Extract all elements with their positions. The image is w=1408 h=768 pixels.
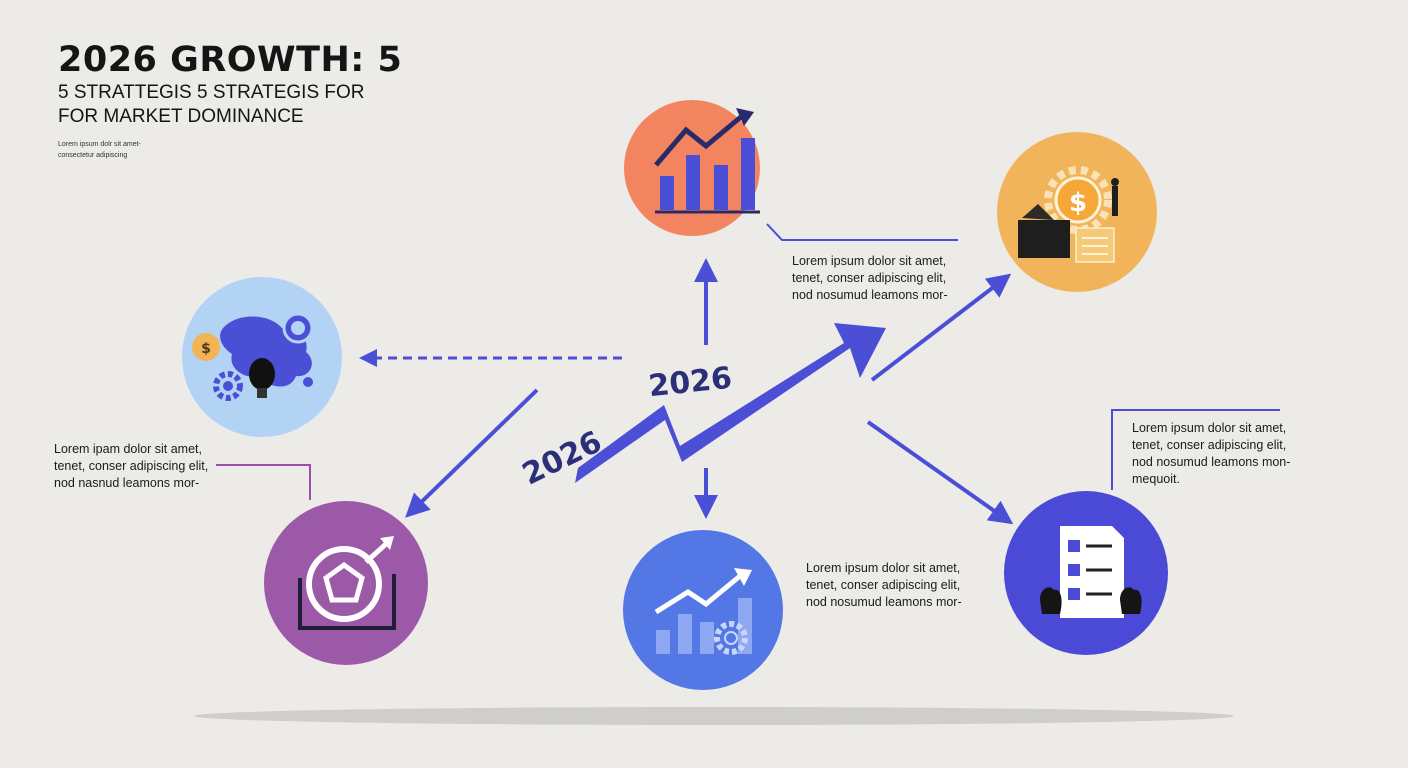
bar-chart-growth-icon <box>654 108 760 214</box>
caption-right: Lorem ipsum dolor sit amet, tenet, conse… <box>1132 420 1290 488</box>
header-note-line-1: Lorem ipsum dolr sit amet- <box>58 141 141 148</box>
caption-line: nod nasnud leamons mor- <box>54 476 200 490</box>
caption-bottom: Lorem ipsum dolor sit amet, tenet, conse… <box>806 560 962 611</box>
svg-text:$: $ <box>201 341 211 357</box>
dollar-gear-icon: $ <box>1018 166 1119 263</box>
caption-top: Lorem ipsum dolor sit amet, tenet, conse… <box>792 253 948 304</box>
arrow-to-lower-right <box>866 420 1014 525</box>
subtitle-line-1: 5 STRATTEGIS 5 STRATEGIS FOR <box>58 82 365 103</box>
caption-line: tenet, conser adipiscing elit, <box>54 459 209 473</box>
ground-shadow <box>194 707 1234 725</box>
strategy-circle-compliance <box>1004 491 1168 655</box>
leader-line-left <box>216 464 311 500</box>
chart-gear-icon <box>654 568 752 655</box>
checklist-icon <box>1040 526 1142 618</box>
caption-line: nod nosumud leamons mon- <box>1132 455 1291 469</box>
caption-line: tenet, conser adipiscing elit, <box>792 271 947 285</box>
caption-left: Lorem ipam dolor sit amet, tenet, conser… <box>54 441 208 492</box>
caption-line: nod nosumud leamons mor- <box>792 288 948 302</box>
year-label-lower: 2026 <box>517 424 607 492</box>
caption-line: mequoit. <box>1132 472 1180 486</box>
caption-line: Lorem ipsum dolor sit amet, <box>792 254 947 268</box>
target-icon <box>298 536 396 630</box>
world-map-lightbulb-icon: $ <box>192 312 314 401</box>
header-note-line-2: consectetur adipiscing <box>58 152 128 159</box>
arrow-to-upper-right <box>870 273 1012 382</box>
page-title: 2026 GROWTH: 5 <box>58 40 403 80</box>
caption-line: Lorem ipsum dolor sit amet, <box>1132 421 1287 435</box>
strategy-circle-analytics <box>624 100 760 236</box>
caption-line: Lorem ipam dolor sit amet, <box>54 442 202 456</box>
caption-line: nod nosumud leamons mor- <box>806 595 962 609</box>
svg-text:$: $ <box>1069 188 1087 218</box>
strategy-circle-target <box>264 501 428 665</box>
caption-line: tenet, conser adipiscing elit, <box>1132 438 1287 452</box>
main-growth-arrow <box>575 323 886 483</box>
leader-line-top <box>766 223 958 241</box>
caption-line: Lorem ipsum dolor sit amet, <box>806 561 961 575</box>
subtitle-line-2: FOR MARKET DOMINANCE <box>58 106 304 127</box>
leader-line-right <box>1111 409 1280 490</box>
strategy-circle-global: $ <box>182 277 342 437</box>
caption-line: tenet, conser adipiscing elit, <box>806 578 961 592</box>
arrow-to-lower-left <box>405 388 539 518</box>
strategy-circle-finance: $ <box>997 132 1157 292</box>
strategy-circle-performance <box>623 530 783 690</box>
year-label-upper: 2026 <box>647 361 734 405</box>
